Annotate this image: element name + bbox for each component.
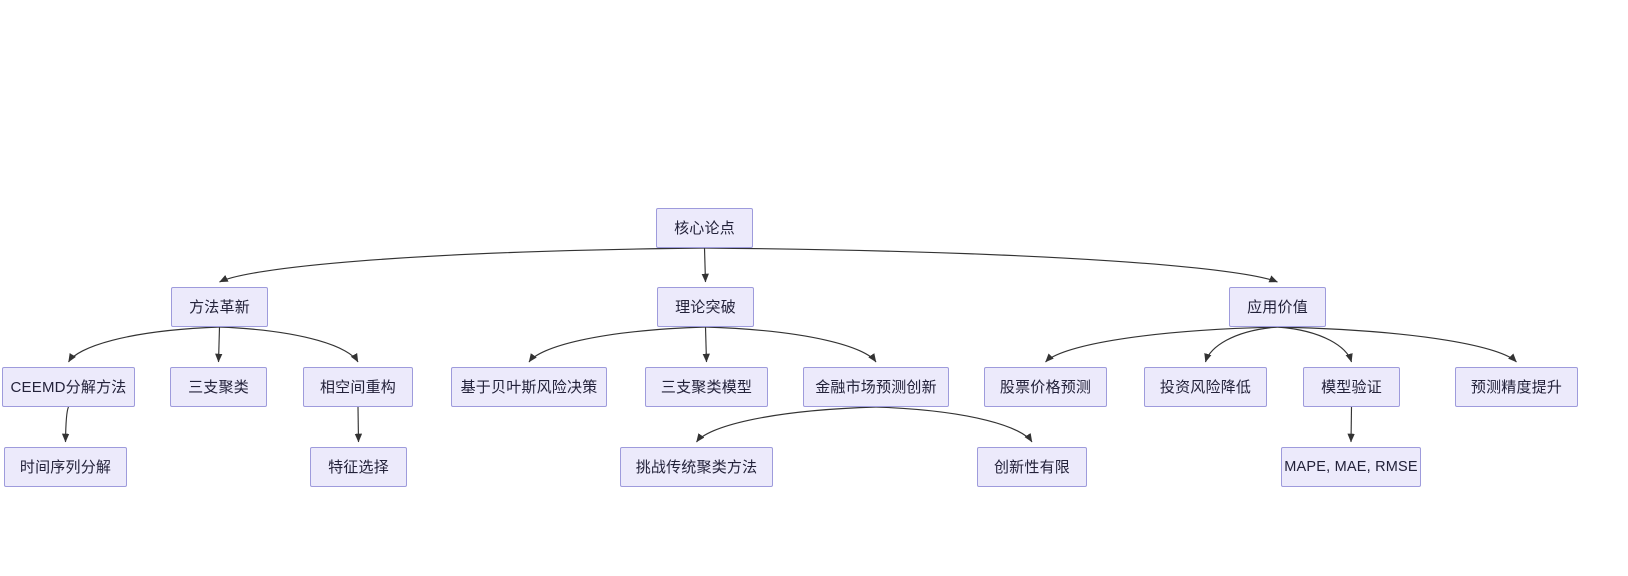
node-stock[interactable]: 股票价格预测: [984, 367, 1107, 407]
edge-application-to-accuracy: [1277, 326, 1517, 363]
node-label: 模型验证: [1321, 378, 1382, 396]
node-label: 特征选择: [328, 458, 389, 476]
node-label: 创新性有限: [993, 458, 1070, 476]
node-phase[interactable]: 相空间重构: [303, 367, 413, 407]
node-label: 时间序列分解: [19, 458, 112, 476]
node-finance[interactable]: 金融市场预测创新: [803, 367, 949, 407]
node-label: 三支聚类模型: [660, 378, 753, 396]
node-bayes[interactable]: 基于贝叶斯风险决策: [451, 367, 607, 407]
node-label: 基于贝叶斯风险决策: [460, 378, 598, 396]
node-theory[interactable]: 理论突破: [657, 287, 754, 327]
node-validate[interactable]: 模型验证: [1303, 367, 1400, 407]
edge-theory-to-finance: [705, 326, 877, 363]
node-label: 投资风险降低: [1159, 378, 1252, 396]
node-label: 挑战传统聚类方法: [635, 458, 758, 476]
node-label: 核心论点: [674, 219, 735, 237]
edge-ceemd-to-tsdecomp: [61, 406, 70, 443]
node-risk[interactable]: 投资风险降低: [1144, 367, 1267, 407]
node-root[interactable]: 核心论点: [656, 208, 753, 248]
node-label: 方法革新: [189, 298, 250, 316]
node-application[interactable]: 应用价值: [1229, 287, 1326, 327]
node-label: 三支聚类: [188, 378, 249, 396]
edge-finance-to-limited: [875, 406, 1033, 443]
node-feature[interactable]: 特征选择: [310, 447, 407, 487]
node-method[interactable]: 方法革新: [171, 287, 268, 327]
edge-finance-to-challenge: [696, 406, 877, 443]
edge-application-to-risk: [1204, 326, 1278, 363]
node-label: 股票价格预测: [999, 378, 1092, 396]
node-ceemd[interactable]: CEEMD分解方法: [2, 367, 135, 407]
edge-theory-to-bayes: [528, 326, 706, 363]
node-metrics[interactable]: MAPE, MAE, RMSE: [1281, 447, 1421, 487]
edge-method-to-phase: [219, 326, 359, 363]
node-label: 应用价值: [1247, 298, 1308, 316]
node-label: 相空间重构: [319, 378, 396, 396]
edge-method-to-ceemd: [68, 326, 220, 363]
node-label: CEEMD分解方法: [10, 378, 127, 396]
node-accuracy[interactable]: 预测精度提升: [1455, 367, 1578, 407]
node-label: MAPE, MAE, RMSE: [1284, 458, 1418, 475]
edge-root-to-application: [704, 247, 1278, 283]
node-challenge[interactable]: 挑战传统聚类方法: [620, 447, 773, 487]
node-label: 预测精度提升: [1470, 378, 1563, 396]
edge-phase-to-feature: [354, 406, 363, 443]
edge-application-to-validate: [1277, 326, 1353, 363]
edge-validate-to-metrics: [1347, 406, 1355, 443]
node-tsdecomp[interactable]: 时间序列分解: [4, 447, 127, 487]
edge-root-to-theory: [701, 247, 709, 283]
edge-theory-to-twmodel: [702, 326, 710, 363]
node-limited[interactable]: 创新性有限: [977, 447, 1087, 487]
node-threeway[interactable]: 三支聚类: [170, 367, 267, 407]
edge-application-to-stock: [1045, 326, 1278, 363]
edge-method-to-threeway: [215, 326, 223, 363]
edge-root-to-method: [219, 247, 705, 283]
node-twmodel[interactable]: 三支聚类模型: [645, 367, 768, 407]
node-label: 金融市场预测创新: [815, 378, 937, 396]
node-label: 理论突破: [675, 298, 736, 316]
